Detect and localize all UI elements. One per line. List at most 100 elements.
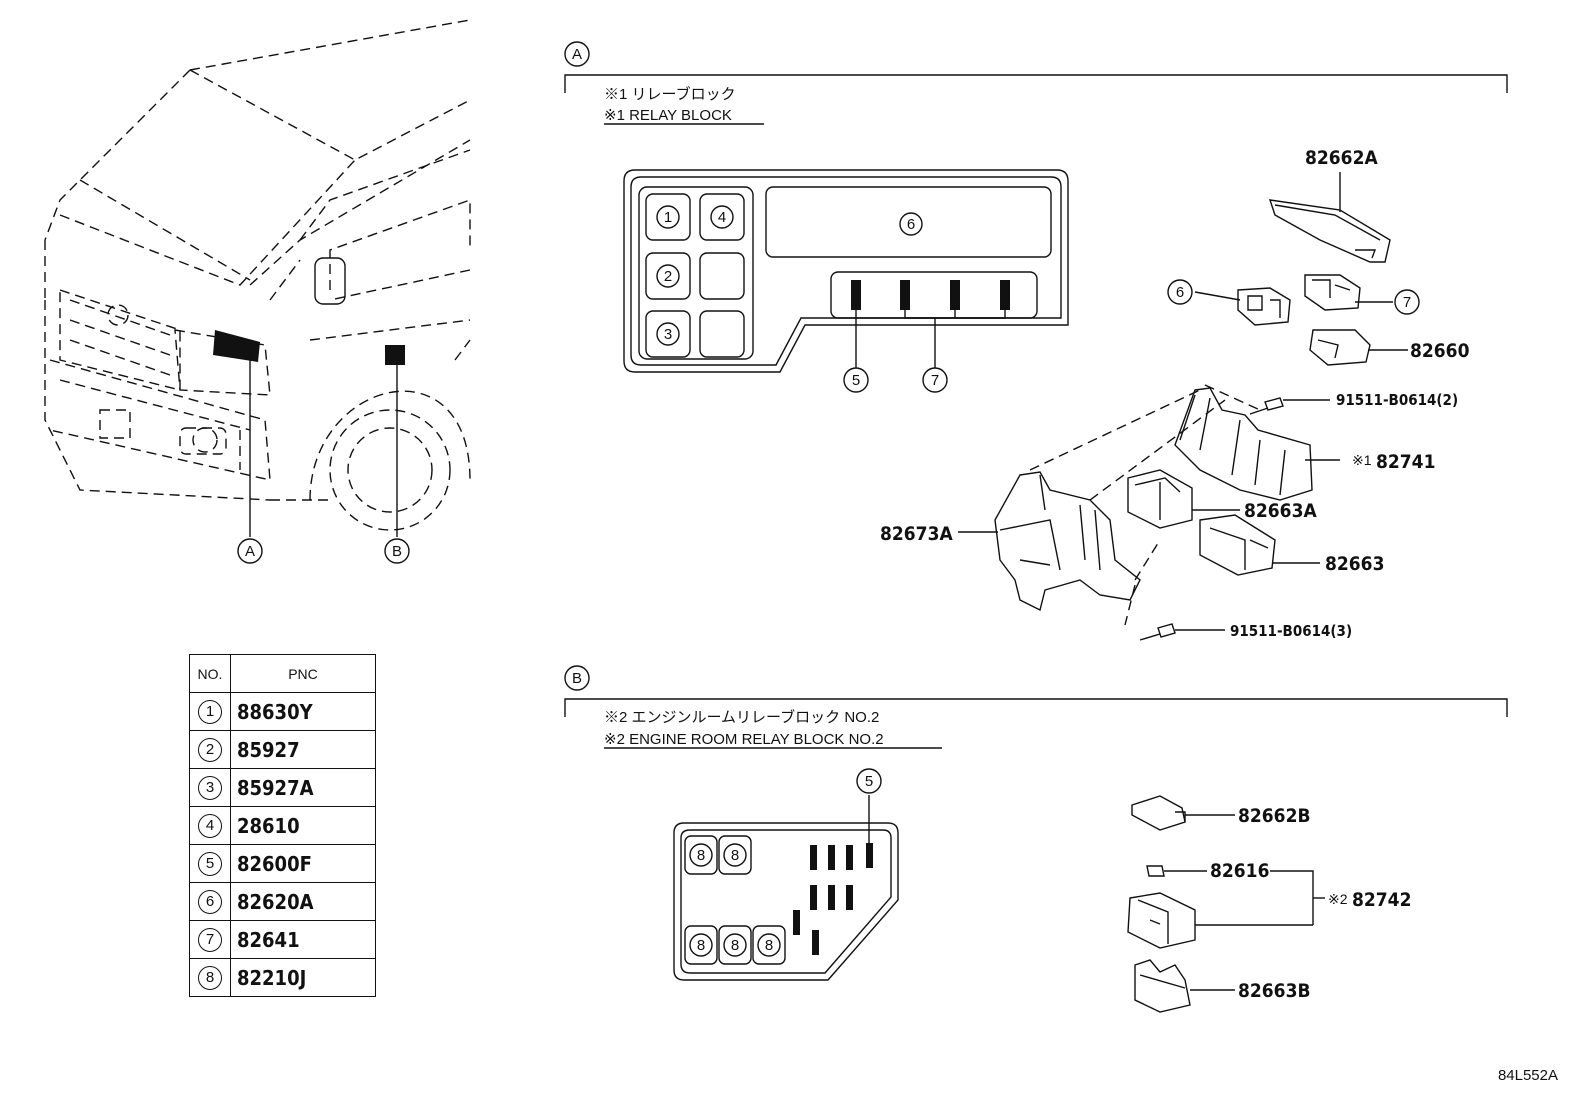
part-82663A-connector: 82663A: [1127, 469, 1317, 529]
section-b-note-en: ※2 ENGINE ROOM RELAY BLOCK NO.2: [604, 731, 884, 748]
part-82663-connector: 82663: [1199, 514, 1384, 576]
layout-a-circle-3: 3: [656, 322, 680, 346]
svg-text:A: A: [572, 46, 582, 63]
layout-b-fuse-5: 8: [757, 933, 781, 957]
relay-block-layout-a: [623, 169, 1069, 373]
section-a-note-en: ※1 RELAY BLOCK: [604, 107, 732, 124]
table-row: 4 28610: [189, 806, 376, 845]
part-82663B-connector: 82663B: [1134, 959, 1311, 1013]
part-relay-7: 7: [1304, 274, 1420, 315]
relay-block-layout-b: [673, 795, 899, 981]
layout-b-fuse-4: 8: [723, 933, 747, 957]
svg-text:82663: 82663: [1325, 553, 1384, 575]
svg-text:82660: 82660: [1410, 340, 1470, 362]
row-pnc: 88630Y: [230, 692, 376, 731]
section-b-note-jp: ※2 エンジンルームリレーブロック NO.2: [604, 708, 879, 726]
part-relay-6: 6: [1167, 279, 1291, 326]
row-number: 8: [189, 958, 231, 997]
table-row: 8 82210J: [189, 958, 376, 997]
svg-text:8: 8: [731, 937, 739, 954]
row-number-circle: 5: [198, 851, 222, 876]
svg-text:6: 6: [1176, 284, 1184, 301]
table-row: 6 82620A: [189, 882, 376, 921]
row-number: 1: [189, 692, 231, 731]
row-number: 2: [189, 730, 231, 769]
layout-b-fuse-2: 8: [723, 843, 747, 867]
svg-text:2: 2: [664, 268, 672, 285]
part-82660-relay: 82660: [1309, 329, 1470, 366]
svg-text:3: 3: [664, 326, 672, 343]
svg-text:7: 7: [931, 372, 939, 389]
svg-text:B: B: [392, 543, 402, 560]
row-number-circle: 3: [198, 775, 222, 800]
part-82662A-cover: 82662A: [1268, 147, 1391, 263]
diagram-code: 84L552A: [1498, 1067, 1558, 1084]
row-pnc: 82600F: [230, 844, 376, 883]
row-number-circle: 4: [198, 813, 222, 838]
row-pnc: 82210J: [230, 958, 376, 997]
layout-b-fuse-1: 8: [689, 843, 713, 867]
row-number-circle: 1: [198, 699, 222, 724]
layout-a-circle-5: 5: [843, 367, 869, 393]
svg-text:91511-B0614(2): 91511-B0614(2): [1336, 391, 1458, 409]
part-bolt-top: 91511-B0614(2): [1204, 384, 1458, 415]
row-number-circle: 8: [198, 965, 222, 990]
layout-a-circle-4: 4: [710, 205, 734, 229]
row-pnc: 85927A: [230, 768, 376, 807]
svg-text:82663A: 82663A: [1244, 500, 1317, 522]
row-number: 5: [189, 844, 231, 883]
svg-text:※2: ※2: [1328, 891, 1348, 907]
vehicle-marker-b: B: [384, 538, 410, 564]
part-82616-clip: 82616: [1146, 860, 1269, 882]
svg-text:B: B: [572, 670, 582, 687]
svg-text:A: A: [245, 543, 255, 560]
svg-text:7: 7: [1403, 294, 1411, 311]
svg-text:82673A: 82673A: [880, 523, 953, 545]
layout-a-circle-6: 6: [899, 212, 923, 236]
svg-text:4: 4: [718, 209, 726, 226]
svg-text:8: 8: [697, 937, 705, 954]
row-number-circle: 7: [198, 927, 222, 952]
part-82742-relay-block: ※2 82742: [1127, 870, 1411, 949]
row-pnc: 28610: [230, 806, 376, 845]
row-number: 3: [189, 768, 231, 807]
layout-b-fuse-3: 8: [689, 933, 713, 957]
svg-text:82662A: 82662A: [1305, 147, 1378, 169]
svg-text:8: 8: [697, 847, 705, 864]
section-a-header: A: [564, 41, 1508, 93]
table-row: 7 82641: [189, 920, 376, 959]
section-b-header: B: [564, 665, 1508, 717]
table-row: 1 88630Y: [189, 692, 376, 731]
svg-text:8: 8: [765, 937, 773, 954]
svg-text:8: 8: [731, 847, 739, 864]
svg-text:91511-B0614(3): 91511-B0614(3): [1230, 622, 1352, 640]
layout-b-circle-5: 5: [856, 768, 882, 794]
svg-text:82742: 82742: [1352, 889, 1411, 911]
svg-text:5: 5: [852, 372, 860, 389]
vehicle-illustration: [44, 19, 471, 537]
svg-text:82741: 82741: [1376, 451, 1435, 473]
svg-text:6: 6: [907, 216, 915, 233]
row-number-circle: 2: [198, 737, 222, 762]
table-row: 5 82600F: [189, 844, 376, 883]
header-pnc: PNC: [230, 654, 376, 693]
section-a-note-jp: ※1 リレーブロック: [604, 85, 736, 103]
layout-a-circle-2: 2: [656, 264, 680, 288]
layout-a-circle-7: 7: [922, 367, 948, 393]
part-82741-relay-block: ※1 82741: [1174, 387, 1435, 501]
part-bolt-bottom: 91511-B0614(3): [1139, 622, 1352, 641]
header-no: NO.: [189, 654, 231, 693]
row-pnc: 82620A: [230, 882, 376, 921]
row-number: 7: [189, 920, 231, 959]
svg-text:※1: ※1: [1352, 452, 1372, 468]
vehicle-marker-a: A: [237, 538, 263, 564]
svg-text:82662B: 82662B: [1238, 805, 1311, 827]
row-number-circle: 6: [198, 889, 222, 914]
layout-a-circle-1: 1: [656, 205, 680, 229]
row-pnc: 82641: [230, 920, 376, 959]
part-82673A-bracket: 82673A: [880, 389, 1226, 626]
svg-text:82616: 82616: [1210, 860, 1269, 882]
